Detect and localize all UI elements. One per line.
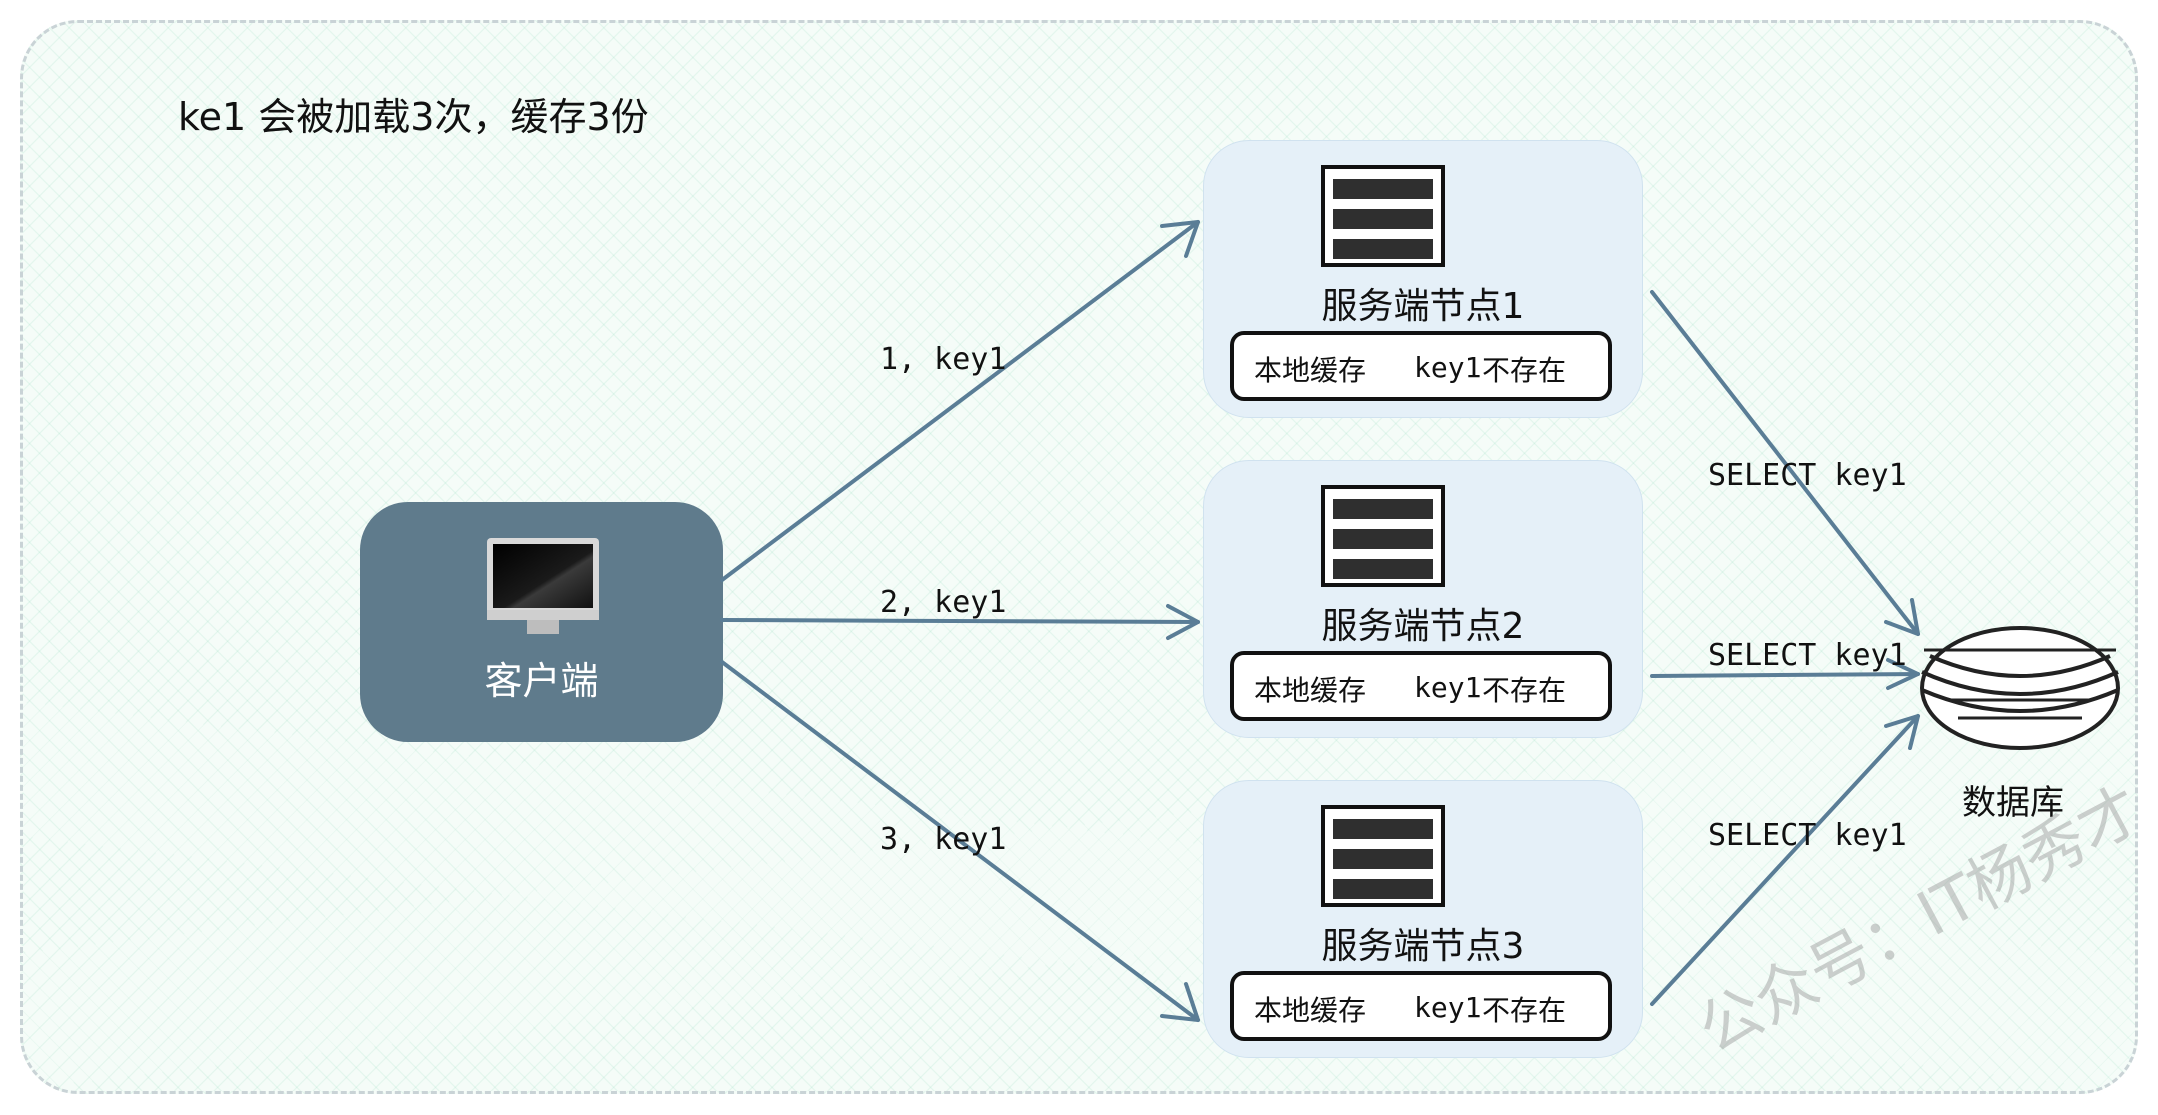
database-icon [1920,626,2120,750]
server-icon [1321,165,1445,267]
server-node-title: 服务端节点3 [1321,926,1525,967]
server-node-title: 服务端节点1 [1321,286,1525,327]
server-node-2: 服务端节点2 本地缓存 key1 不存在 [1203,460,1643,738]
query-arrow-2-head [1886,658,1920,690]
database-label: 数据库 [1962,783,2064,823]
server-node-title: 服务端节点2 [1321,606,1525,647]
query-label-1: SELECT key1 [1708,458,1907,493]
server-node-1: 服务端节点1 本地缓存 key1 不存在 [1203,140,1643,418]
query-label-2: SELECT key1 [1708,638,1907,673]
server-node-3: 服务端节点3 本地缓存 key1 不存在 [1203,780,1643,1058]
request-label-2: 2, key1 [880,585,1007,620]
request-arrow-1-head [1160,220,1200,258]
query-arrow-2 [1650,672,1920,678]
local-cache-box: 本地缓存 key1 不存在 [1230,971,1612,1041]
query-arrow-3 [1650,714,1920,1006]
request-arrow-3 [720,660,1200,1022]
query-arrow-1-head [1884,598,1920,636]
cache-key: key1 [1414,991,1482,1024]
diagram-title: ke1 会被加载3次，缓存3份 [178,95,649,139]
cache-key: key1 [1414,671,1482,704]
cache-status: 不存在 [1482,354,1567,387]
cache-label: 本地缓存 [1254,674,1367,707]
local-cache-box: 本地缓存 key1 不存在 [1230,651,1612,721]
server-icon [1321,485,1445,587]
cache-label: 本地缓存 [1254,994,1367,1027]
request-label-3: 3, key1 [880,822,1007,857]
local-cache-box: 本地缓存 key1 不存在 [1230,331,1612,401]
query-label-3: SELECT key1 [1708,818,1907,853]
client-box: 客户端 [360,502,723,742]
cache-key: key1 [1414,351,1482,384]
cache-status: 不存在 [1482,674,1567,707]
query-arrow-1 [1650,290,1920,636]
request-arrow-3-head [1160,982,1200,1022]
monitor-icon [487,538,599,634]
query-arrow-3-head [1884,714,1920,750]
request-arrow-2 [720,618,1200,624]
request-arrow-1 [720,220,1200,582]
request-label-1: 1, key1 [880,342,1007,377]
cache-status: 不存在 [1482,994,1567,1027]
cache-label: 本地缓存 [1254,354,1367,387]
diagram-frame [20,20,2138,1094]
request-arrow-2-head [1166,604,1200,640]
client-label: 客户端 [484,659,599,703]
server-icon [1321,805,1445,907]
